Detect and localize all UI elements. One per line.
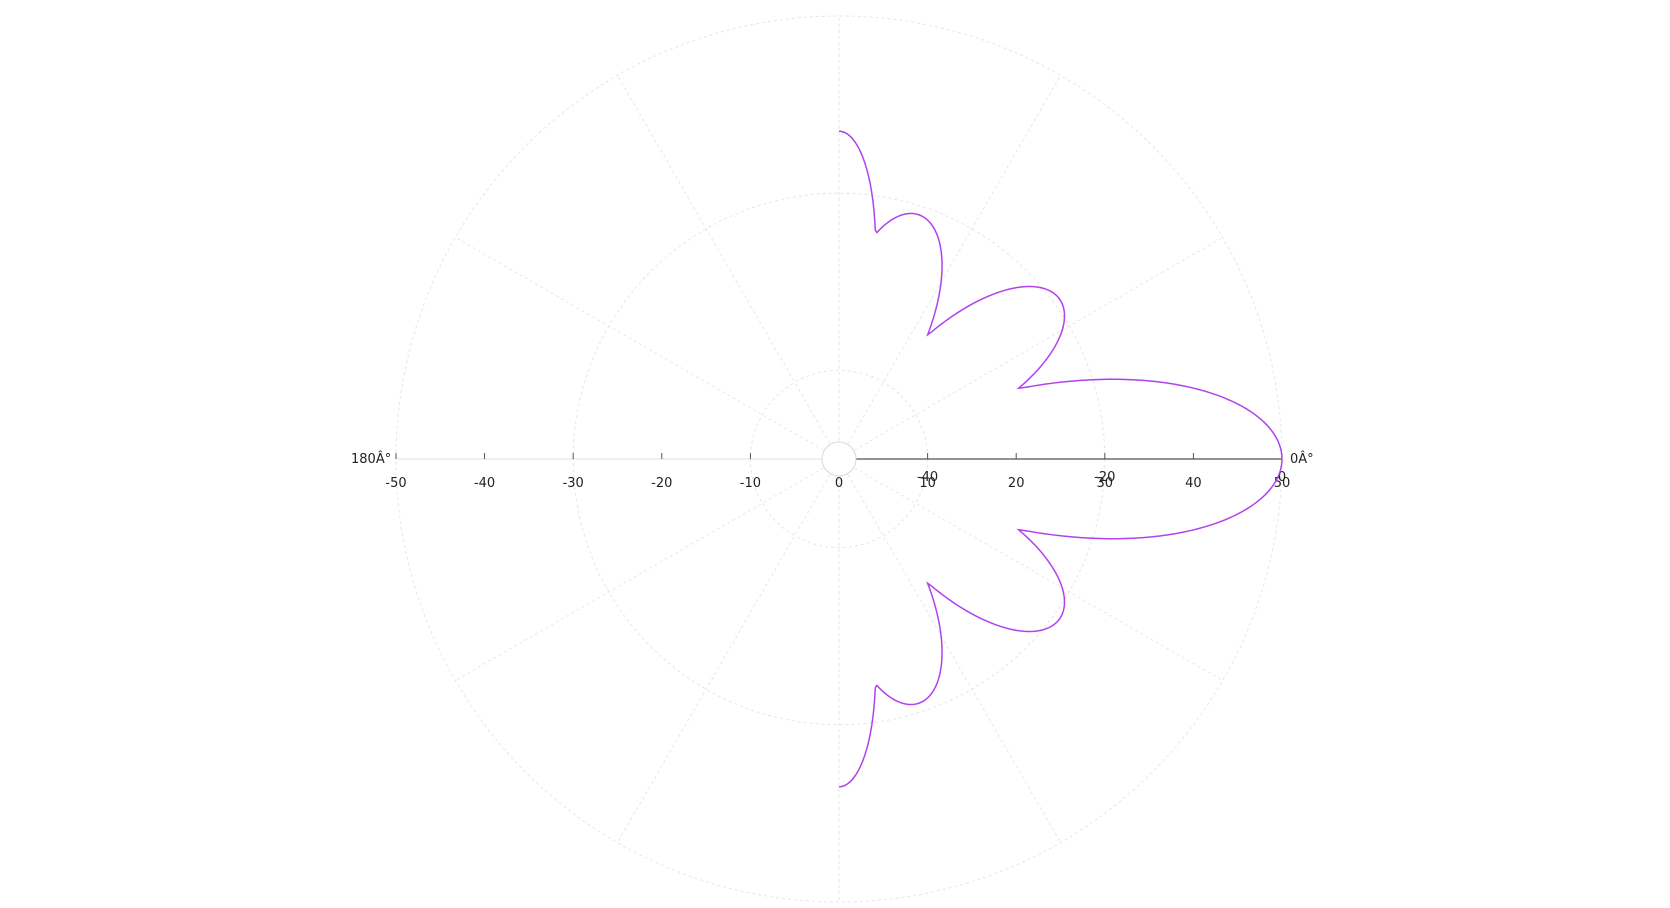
db-ring-label: -20 — [1094, 470, 1115, 485]
axis-tick-label: -40 — [474, 476, 495, 491]
grid-spoke — [455, 458, 840, 681]
radial-axis: -50 -40 -30 -20 -10 0 10 20 30 40 50 -40 -20 0 — [385, 453, 1290, 491]
grid-spoke — [838, 75, 1061, 460]
grid-spoke — [838, 237, 1223, 460]
db-ring-label: -40 — [917, 470, 938, 485]
axis-labels: 0Â° 180Â° — [351, 451, 1314, 467]
grid-spoke — [617, 75, 840, 460]
axis-tick-label: 10 — [919, 476, 936, 491]
axis-tick-label: -30 — [563, 476, 584, 491]
grid-spoke — [838, 458, 1061, 843]
db-ring-label: 0 — [1278, 470, 1286, 485]
axis-tick-label: 20 — [1008, 476, 1025, 491]
axis-tick-label: 50 — [1274, 476, 1291, 491]
series-layer — [838, 130, 1283, 788]
axis-tick-label: 30 — [1097, 476, 1114, 491]
grid-spoke — [455, 237, 840, 460]
angle-label-180: 180Â° — [351, 451, 391, 467]
grid-spoke — [838, 458, 1223, 681]
grid-spoke — [617, 458, 840, 843]
pattern-series — [838, 130, 1283, 788]
axis-tick-label: 0 — [835, 476, 843, 491]
angle-label-0: 0Â° — [1290, 451, 1314, 467]
axis-tick-label: -20 — [651, 476, 672, 491]
center-hole — [821, 441, 857, 477]
axis-tick-label: -50 — [385, 476, 406, 491]
axis-tick-label: -10 — [740, 476, 761, 491]
axis-tick-label: 40 — [1185, 476, 1202, 491]
